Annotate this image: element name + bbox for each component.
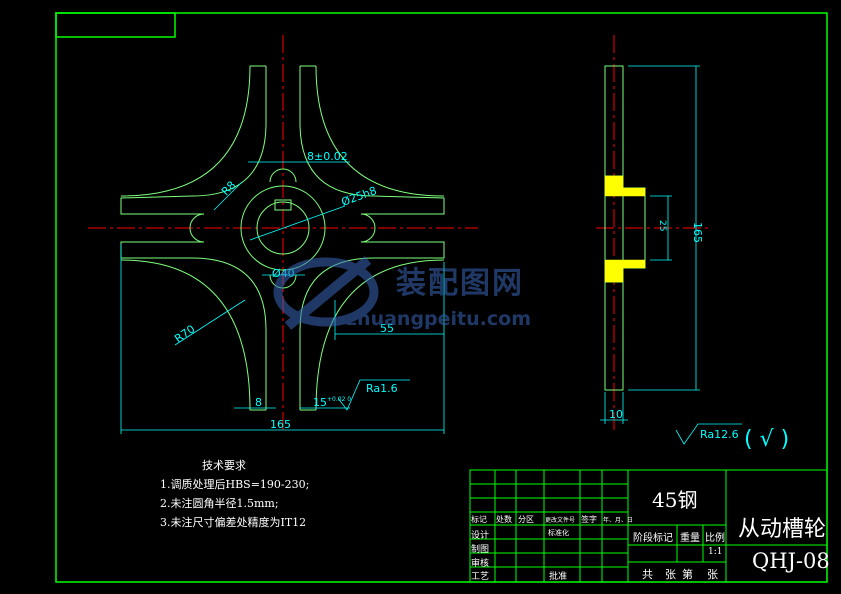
label-sheets: 张 xyxy=(665,568,676,581)
dimension-text: 8±0.02 Ø25h8 Ø40 R8 R70 55 8 15 +0.02 0 … xyxy=(172,150,789,452)
dim-keyway: 8±0.02 xyxy=(307,150,348,163)
row-label-count: 处数 xyxy=(496,515,512,524)
drawing-code: QHJ-08 xyxy=(752,549,830,573)
dim-thickness: 10 xyxy=(609,408,623,421)
tech-item-3: 3.未注尺寸偏差处精度为IT12 xyxy=(160,516,307,529)
row-label-change: 更改文件号 xyxy=(545,517,576,524)
roughness-general: Ra12.6 xyxy=(700,428,739,441)
section-hatch xyxy=(604,175,646,283)
row-label-zone: 分区 xyxy=(518,515,534,524)
dim-key-depth: 15 xyxy=(313,396,327,409)
tech-item-2: 2.未注圆角半径1.5mm; xyxy=(160,497,279,510)
label-design: 设计 xyxy=(471,531,490,541)
label-approve: 批准 xyxy=(549,572,568,582)
row-label-date: 年、月、日 xyxy=(603,517,634,524)
row-label-sign: 签字 xyxy=(581,515,597,524)
label-total: 共 xyxy=(642,568,653,581)
label-stage-mark: 阶段标记 xyxy=(633,533,673,544)
roughness-note: ( √ ) xyxy=(744,427,789,452)
dim-r-small: R8 xyxy=(219,179,239,199)
dim-height: 165 xyxy=(691,222,704,243)
label-standardize: 标准化 xyxy=(548,529,569,537)
dim-bore: Ø25h8 xyxy=(340,184,379,209)
label-sheet-suffix: 张 xyxy=(707,568,718,581)
code-box xyxy=(55,12,176,38)
label-review: 审核 xyxy=(471,559,490,569)
label-sheet-no: 第 xyxy=(682,568,693,581)
tech-item-1: 1.调质处理后HBS=190-230; xyxy=(160,478,310,491)
dim-r-large: R70 xyxy=(172,322,197,345)
label-draw: 制图 xyxy=(471,545,490,555)
label-process: 工艺 xyxy=(471,572,490,582)
dim-slot-width: 8 xyxy=(255,396,262,409)
center-lines xyxy=(88,35,712,430)
scale-value: 1:1 xyxy=(708,547,723,557)
label-ratio: 比例 xyxy=(705,533,725,544)
roughness-main: Ra1.6 xyxy=(366,382,398,395)
tech-heading: 技术要求 xyxy=(202,459,246,472)
dim-key-tol: +0.02 0 xyxy=(327,396,351,403)
dim-hub-height: 25 xyxy=(657,220,667,231)
dimension-lines xyxy=(120,65,742,445)
row-label-mark: 标记 xyxy=(471,515,487,524)
label-weight: 重量 xyxy=(680,533,700,544)
drawing-title: 从动槽轮 xyxy=(738,517,827,542)
dim-hub: Ø40 xyxy=(272,267,295,280)
dim-offset: 55 xyxy=(380,322,394,335)
material-label: 45钢 xyxy=(652,488,698,512)
dim-width: 165 xyxy=(270,418,291,431)
title-block xyxy=(469,469,828,583)
drawing-frame xyxy=(55,12,828,583)
